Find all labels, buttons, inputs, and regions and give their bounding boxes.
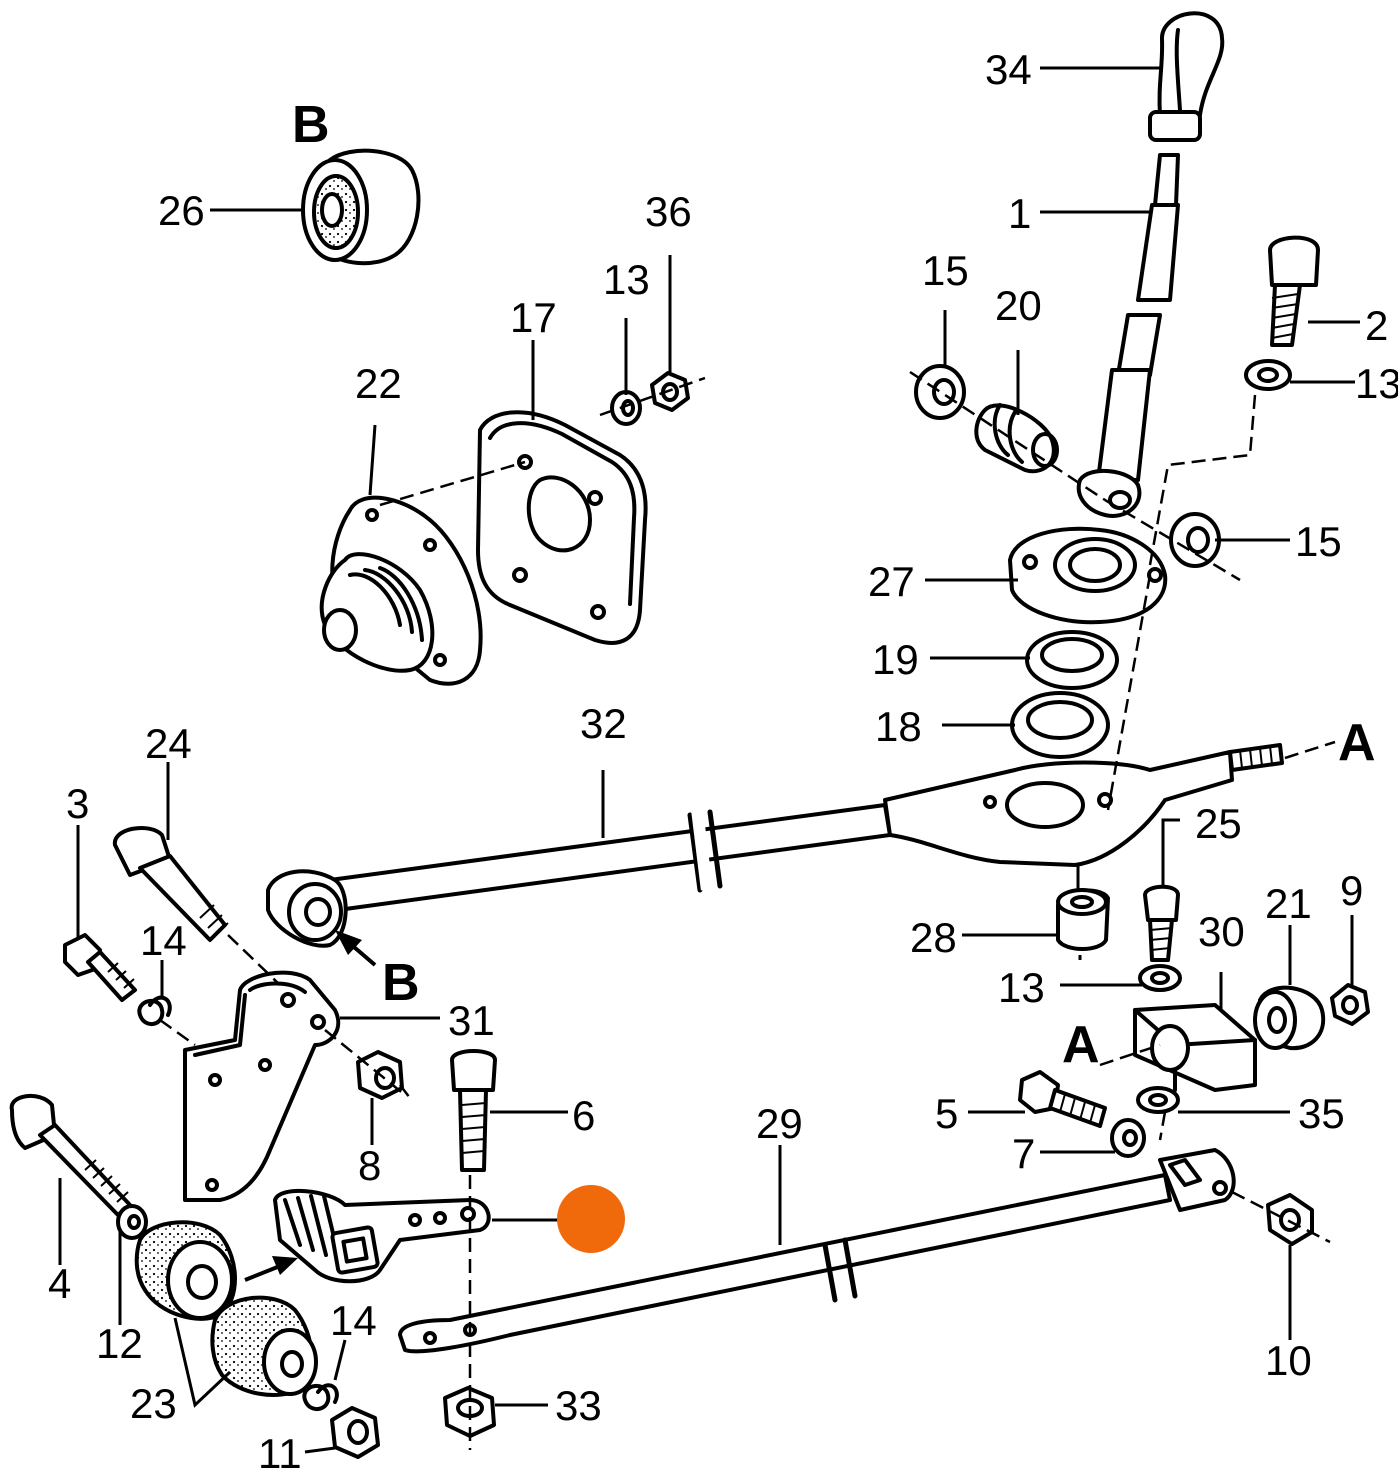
bolt-part-5 [1018, 1070, 1107, 1128]
label-22: 22 [355, 360, 402, 407]
label-11: 11 [258, 1430, 302, 1473]
label-4: 4 [48, 1260, 71, 1307]
label-32: 32 [580, 700, 627, 747]
label-6: 6 [572, 1092, 595, 1139]
washer-part-13-upper [1244, 359, 1292, 391]
ring-part-18 [1010, 691, 1110, 759]
label-23: 23 [130, 1380, 177, 1427]
washer-part-13-lower [1138, 964, 1182, 992]
label-10: 10 [1265, 1337, 1312, 1384]
label-27: 27 [868, 558, 915, 605]
label-28: 28 [910, 914, 957, 961]
label-35: 35 [1298, 1090, 1345, 1137]
ref-b-top: B [292, 96, 330, 154]
bushing-part-15-left [914, 364, 966, 420]
highlight-marker[interactable] [557, 1185, 625, 1253]
label-19: 19 [872, 636, 919, 683]
washer-part-7 [1110, 1118, 1146, 1158]
shift-rod-part-32 [266, 743, 1284, 948]
label-15-top: 15 [922, 247, 969, 294]
label-13-right: 13 [1355, 360, 1398, 407]
boot-plate-part-22 [319, 495, 483, 686]
label-14-upper: 14 [140, 917, 187, 964]
nut-part-10 [1266, 1193, 1314, 1246]
label-9: 9 [1340, 867, 1363, 914]
bushing-part-21 [1253, 985, 1326, 1051]
label-13-top: 13 [603, 256, 650, 303]
assembly-lines [159, 370, 1336, 1450]
label-33: 33 [555, 1382, 602, 1429]
label-18: 18 [875, 703, 922, 750]
label-17: 17 [510, 294, 557, 341]
shift-lever-part [1076, 153, 1180, 518]
bolt-part-6 [450, 1049, 497, 1172]
label-36: 36 [645, 188, 692, 235]
flange-part-27 [1008, 526, 1168, 625]
washer-part-35 [1136, 1086, 1180, 1114]
bolt-part-4 [9, 1093, 132, 1217]
leader-lines [58, 66, 1360, 1454]
label-1: 1 [1008, 190, 1031, 237]
block-part-30 [1133, 1003, 1257, 1092]
bracket-part-31 [183, 970, 341, 1202]
bolt-part-3 [63, 933, 137, 1002]
shift-rod-part-29 [398, 1148, 1236, 1354]
bolt-part-25 [1143, 884, 1180, 962]
reference-arrows [244, 930, 377, 1282]
clip-part-14-lower [302, 1383, 339, 1411]
label-25: 25 [1195, 800, 1242, 847]
label-13-lower: 13 [998, 964, 1045, 1011]
label-12: 12 [96, 1320, 143, 1367]
label-5: 5 [935, 1090, 958, 1137]
clip-part-14-upper [137, 995, 172, 1026]
label-34: 34 [985, 46, 1032, 93]
ref-a-mid: A [1062, 1016, 1100, 1074]
label-26: 26 [158, 187, 205, 234]
selector-lever-part [273, 1188, 491, 1284]
label-31: 31 [448, 997, 495, 1044]
label-29: 29 [756, 1100, 803, 1147]
bolt-part-2 [1268, 235, 1320, 347]
ref-b-mid: B [382, 954, 420, 1012]
label-2: 2 [1365, 302, 1388, 349]
part-labels: 34 1 2 13 15 20 15 27 19 18 17 13 36 22 … [48, 46, 1398, 1473]
bushing-part-15-right [1169, 512, 1221, 568]
label-7: 7 [1012, 1130, 1035, 1177]
washer-part-13-top [610, 390, 642, 426]
label-21: 21 [1265, 880, 1312, 927]
washer-part-12 [116, 1204, 148, 1240]
rubber-bushings-part-23 [134, 1220, 318, 1397]
bushing-part-26 [301, 148, 421, 266]
nut-part-11 [330, 1406, 380, 1459]
label-30: 30 [1198, 908, 1245, 955]
label-24: 24 [145, 720, 192, 767]
label-20: 20 [995, 282, 1042, 329]
gasket-part-17 [476, 410, 648, 645]
label-15-right: 15 [1295, 518, 1342, 565]
reference-letters: A A B B [292, 96, 1376, 1074]
label-8: 8 [358, 1142, 381, 1189]
ref-a-top: A [1338, 714, 1376, 772]
label-3: 3 [66, 780, 89, 827]
bolt-part-24 [112, 826, 229, 942]
nut-part-9 [1330, 983, 1370, 1026]
bushing-part-28 [1056, 888, 1110, 951]
ring-part-19 [1025, 630, 1119, 690]
label-14-lower: 14 [330, 1297, 377, 1344]
gear-knob-part [1148, 11, 1225, 142]
